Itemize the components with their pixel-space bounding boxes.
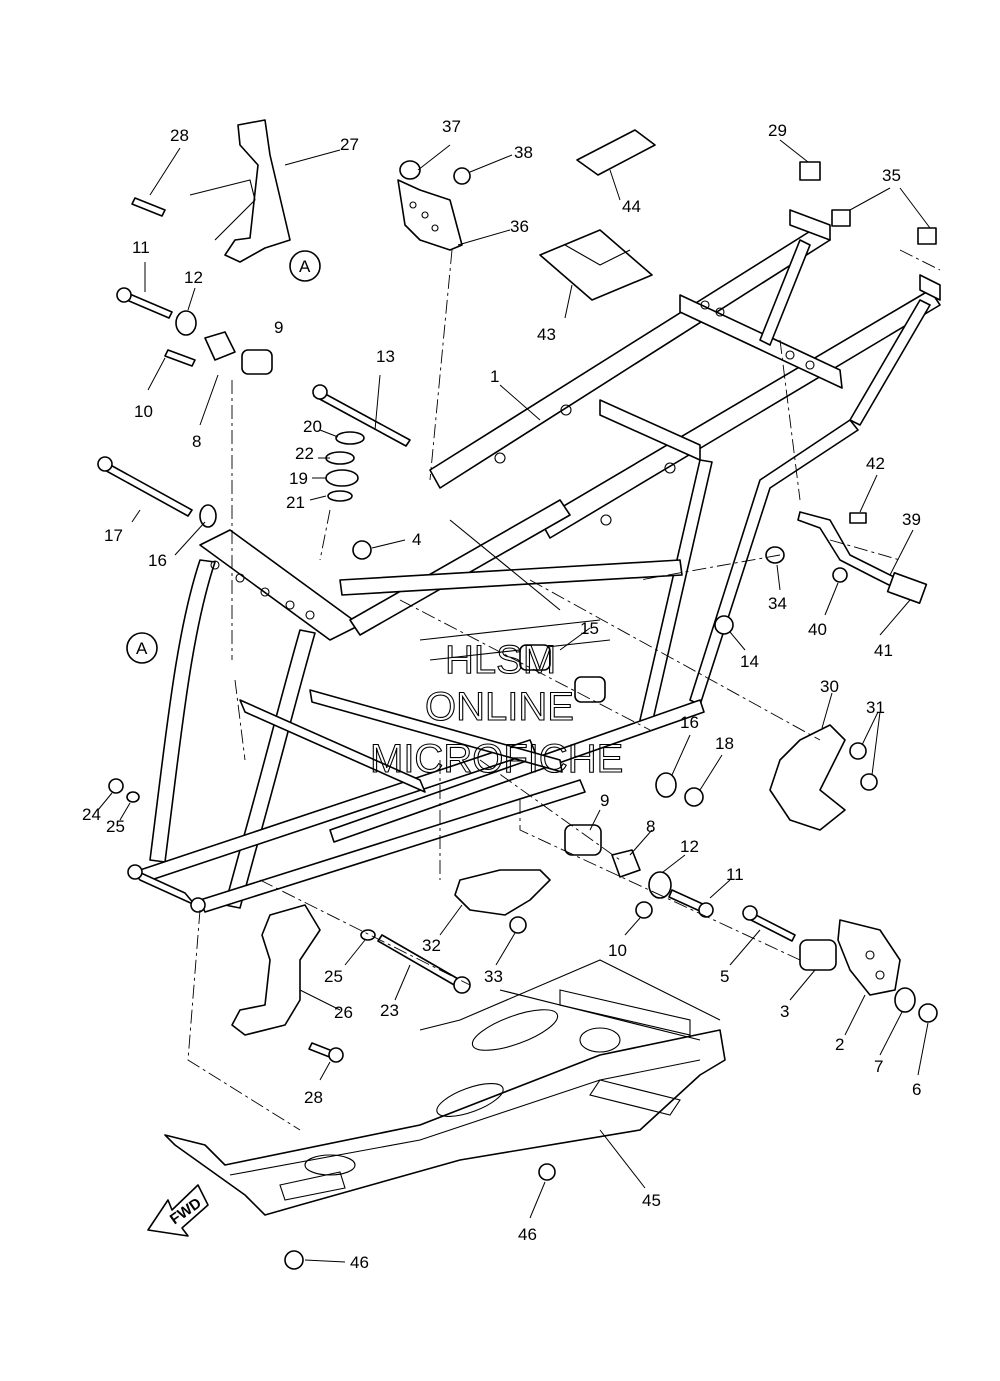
callout-44: 44	[622, 197, 641, 216]
clip[interactable]	[576, 129, 656, 176]
callout-28b: 28	[304, 1088, 323, 1107]
watermark: HLSM ONLINE MICROFICHE	[369, 637, 623, 781]
callout-15: 15	[580, 619, 599, 638]
frame-cap-29[interactable]	[799, 161, 821, 181]
callout-1: 1	[490, 367, 499, 386]
callout-29: 29	[768, 121, 787, 140]
callout-41: 41	[874, 641, 893, 660]
callout-8b: 8	[646, 817, 655, 836]
watermark-line-1: HLSM	[445, 638, 556, 682]
callout-11b: 11	[726, 865, 744, 884]
callout-20: 20	[303, 417, 322, 436]
mounting-plate[interactable]	[397, 179, 463, 251]
callout-5: 5	[720, 967, 729, 986]
callout-28a: 28	[170, 126, 189, 145]
callout-21: 21	[286, 493, 305, 512]
callout-34: 34	[768, 594, 787, 613]
document-pouch[interactable]	[539, 229, 653, 301]
callout-4: 4	[412, 530, 421, 549]
callout-42: 42	[866, 454, 885, 473]
callout-37: 37	[442, 117, 461, 136]
callout-16a: 16	[148, 551, 167, 570]
center-bracket[interactable]	[454, 869, 551, 916]
reference-marker-a-left-text: A	[136, 639, 148, 658]
callout-32: 32	[422, 936, 441, 955]
callout-17: 17	[104, 526, 123, 545]
skid-plate[interactable]	[164, 959, 726, 1216]
callout-39: 39	[902, 510, 921, 529]
frame-cap-35a[interactable]	[831, 209, 851, 227]
callout-9b: 9	[600, 791, 609, 810]
alignment-lines	[187, 249, 941, 1131]
callout-27: 27	[340, 135, 359, 154]
callout-11a: 11	[132, 238, 150, 257]
main-frame[interactable]	[127, 209, 941, 913]
callout-10a: 10	[134, 402, 153, 421]
callout-35: 35	[882, 166, 901, 185]
callout-7: 7	[874, 1057, 883, 1076]
callout-22: 22	[295, 444, 314, 463]
callout-43: 43	[537, 325, 556, 344]
callout-33: 33	[484, 967, 503, 986]
callout-12b: 12	[680, 837, 699, 856]
callout-10b: 10	[608, 941, 627, 960]
frame-cap-35b[interactable]	[917, 227, 937, 245]
callout-3: 3	[780, 1002, 789, 1021]
callout-31: 31	[866, 698, 885, 717]
rear-rod[interactable]	[797, 511, 901, 589]
callout-19: 19	[289, 469, 308, 488]
rear-bracket[interactable]	[769, 724, 846, 831]
reference-marker-a-top: A	[289, 250, 321, 282]
callout-numbers: 1 2 3 4 5 6 7 8 8 9 9 10 10 11 11 12 12 …	[82, 117, 921, 1272]
callout-14: 14	[740, 652, 759, 671]
fasteners[interactable]	[97, 160, 938, 1270]
rear-engine-mount[interactable]	[837, 919, 901, 996]
leader-lines	[97, 139, 931, 1263]
watermark-line-3: MICROFICHE	[370, 737, 623, 781]
callout-25b: 25	[324, 967, 343, 986]
callout-36: 36	[510, 217, 529, 236]
callout-13: 13	[376, 347, 395, 366]
callout-16b: 16	[680, 713, 699, 732]
rod-sleeve[interactable]	[886, 571, 928, 605]
callout-26: 26	[334, 1003, 353, 1022]
callout-25a: 25	[106, 817, 125, 836]
callout-18: 18	[715, 734, 734, 753]
callout-24: 24	[82, 805, 101, 824]
front-bracket-lower[interactable]	[231, 904, 321, 1036]
reference-marker-a-top-text: A	[299, 257, 311, 276]
callout-23: 23	[380, 1001, 399, 1020]
callout-46a: 46	[518, 1225, 537, 1244]
callout-40: 40	[808, 620, 827, 639]
reference-marker-a-left: A	[126, 632, 158, 664]
forward-arrow: FWD	[147, 1184, 209, 1237]
small-pad[interactable]	[849, 512, 867, 524]
callout-46b: 46	[350, 1253, 369, 1272]
watermark-line-2: ONLINE	[425, 685, 574, 729]
callout-38: 38	[514, 143, 533, 162]
callout-45: 45	[642, 1191, 661, 1210]
front-bracket-upper[interactable]	[189, 119, 291, 263]
callout-2: 2	[835, 1035, 844, 1054]
callout-30: 30	[820, 677, 839, 696]
callout-6: 6	[912, 1080, 921, 1099]
callout-12a: 12	[184, 268, 203, 287]
callout-9a: 9	[274, 318, 283, 337]
callout-8a: 8	[192, 432, 201, 451]
